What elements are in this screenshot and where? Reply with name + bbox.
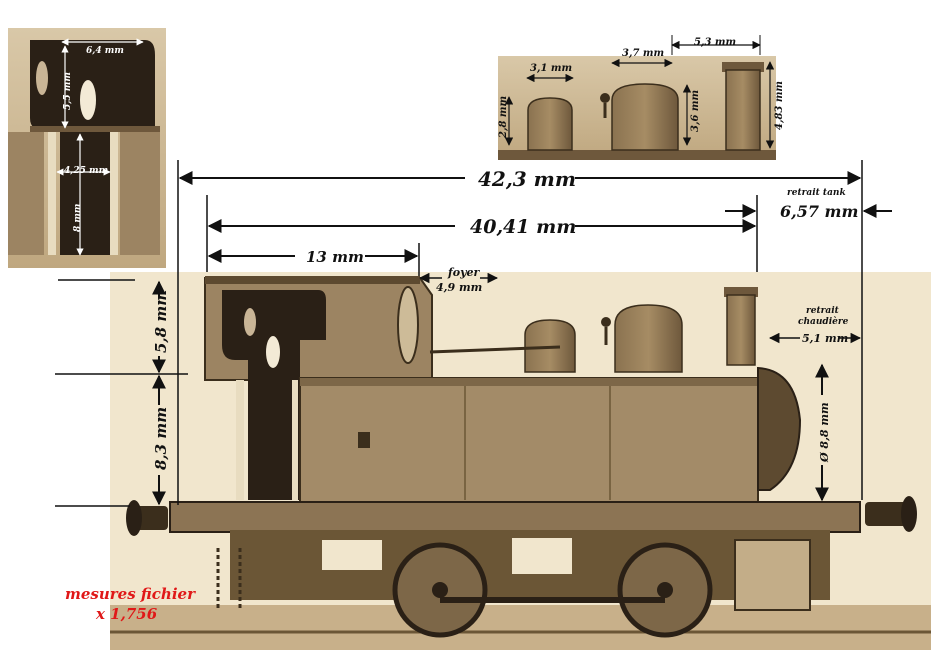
inset-boiler-dimensions: 3,1 mm 3,7 mm 5,3 mm 2,8 mm 3,6 mm 4,83 … [498, 35, 785, 149]
main-dimensions: 42,3 mm 40,41 mm retrait tank 6,57 mm 13… [55, 160, 892, 507]
inset-cab-photo [8, 28, 166, 268]
inset-door-height: 8 mm [73, 204, 83, 232]
cab-height-label: 5,8 mm [152, 290, 170, 353]
inset-boiler-photo [498, 56, 776, 160]
firebox-label: 4,9 mm [436, 281, 482, 294]
tank-height-label: 8,3 mm [152, 407, 170, 470]
inset-door-width: 4,25 mm [64, 166, 108, 176]
chaudiere-label: chaudière [798, 316, 849, 327]
retrait-tank-label: retrait tank [787, 188, 846, 198]
scale-note-line2: x 1,756 [95, 605, 158, 623]
inset-window-width: 6,4 mm [86, 46, 124, 56]
cab-length-label: 13 mm [306, 248, 364, 266]
tank-setback-label: 6,57 mm [780, 202, 858, 221]
inset-window-height: 5,5 mm [63, 72, 73, 110]
inset-steam-dome-height: 3,6 mm [690, 90, 701, 132]
smokebox-diameter-label: Ø 8,8 mm [818, 402, 831, 463]
overall-length-label: 42,3 mm [478, 167, 576, 191]
inset-chimney-height: 4,83 mm [774, 81, 785, 130]
inset-sand-dome-width: 3,1 mm [530, 63, 572, 74]
scale-note-line1: mesures fichier [65, 585, 196, 603]
retrait-label: retrait [806, 306, 840, 316]
boiler-setback-label: 5,1 mm [802, 332, 848, 345]
scale-note: mesures fichier x 1,756 [65, 585, 196, 623]
tank-length-label: 40,41 mm [470, 216, 576, 238]
inset-sand-dome-height: 2,8 mm [498, 96, 509, 139]
foyer-label: foyer [447, 266, 480, 279]
inset-cab-dimensions: 6,4 mm 5,5 mm 4,25 mm 8 mm [56, 38, 144, 256]
inset-chimney-width: 5,3 mm [694, 37, 736, 48]
inset-steam-dome-width: 3,7 mm [622, 48, 664, 59]
locomotive-photo [110, 272, 931, 650]
